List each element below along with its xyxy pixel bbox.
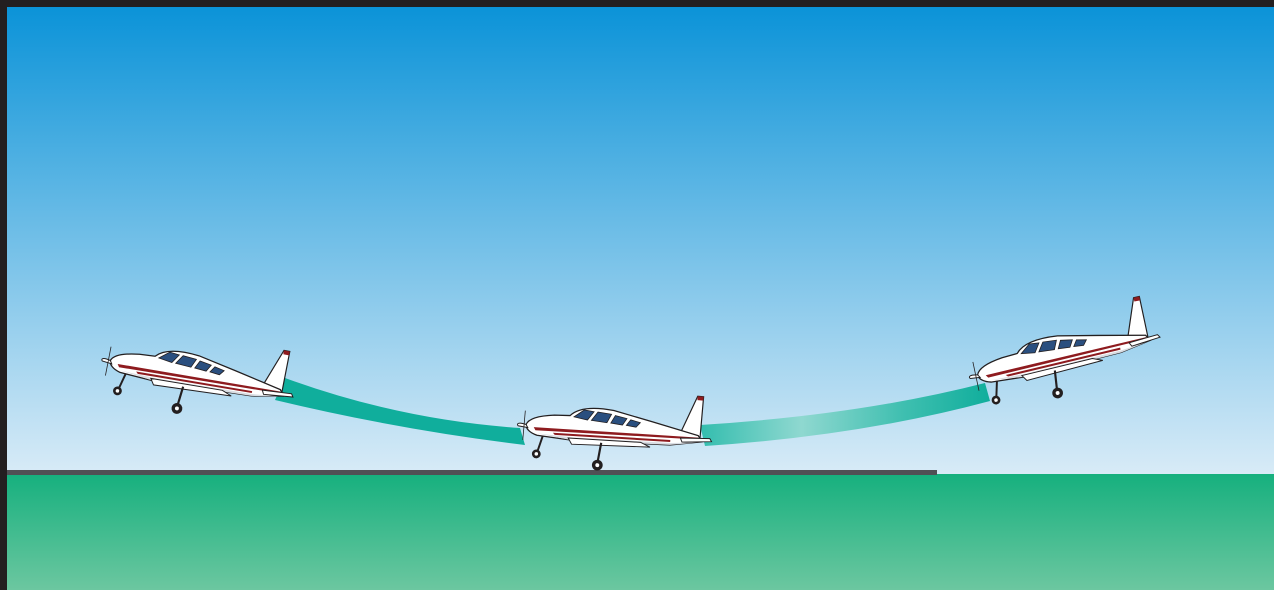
sky: [7, 7, 1274, 474]
ground: [7, 474, 1274, 590]
runway-surface: [7, 470, 937, 475]
